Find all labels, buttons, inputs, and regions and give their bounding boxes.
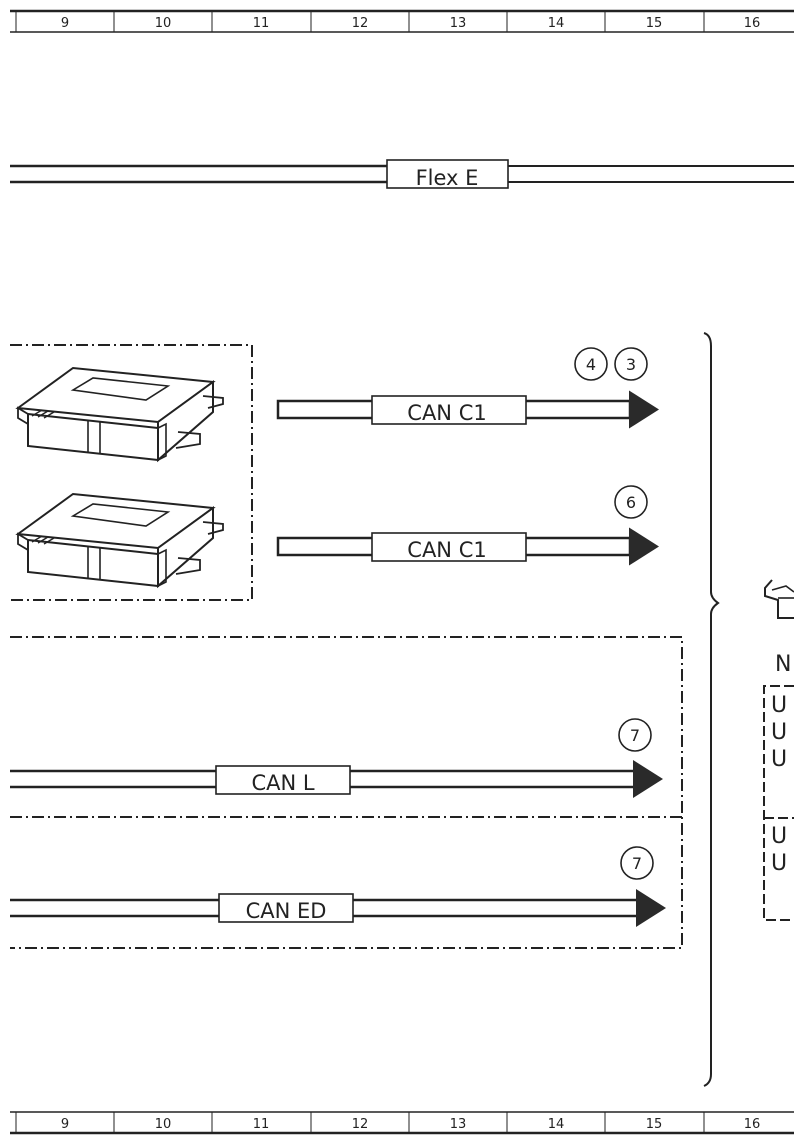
svg-text:3: 3 bbox=[626, 355, 636, 374]
marker-6: 6 bbox=[614, 485, 648, 519]
can-l-label: CAN L bbox=[251, 771, 314, 795]
ruler-col-11: 11 bbox=[253, 16, 270, 31]
marker-7-can-l: 7 bbox=[618, 718, 652, 752]
ruler-col-15-bottom: 15 bbox=[646, 1117, 663, 1132]
svg-text:6: 6 bbox=[626, 493, 636, 512]
can-c1-bottom-bus: CAN C1 bbox=[276, 527, 659, 566]
ruler-col-9-bottom: 9 bbox=[61, 1117, 69, 1132]
ruler-col-11-bottom: 11 bbox=[253, 1117, 270, 1132]
top-ruler: 9 10 11 12 13 14 15 16 bbox=[10, 9, 794, 33]
ruler-col-14-bottom: 14 bbox=[548, 1117, 565, 1132]
can-l-bus: CAN L bbox=[10, 760, 663, 798]
right-edge-component bbox=[764, 579, 794, 619]
can-c1-top-bus: CAN C1 bbox=[276, 390, 659, 429]
right-edge-u-4: U bbox=[771, 824, 787, 849]
marker-7-can-ed: 7 bbox=[620, 846, 654, 880]
right-edge-u-1: U bbox=[771, 693, 787, 718]
ruler-col-16-bottom: 16 bbox=[744, 1117, 761, 1132]
flex-e-bus: Flex E bbox=[10, 159, 794, 190]
ruler-col-13-bottom: 13 bbox=[450, 1117, 467, 1132]
svg-text:7: 7 bbox=[632, 854, 642, 873]
marker-3: 3 bbox=[614, 347, 648, 381]
bottom-ruler: 9 10 11 12 13 14 15 16 bbox=[10, 1111, 794, 1135]
ruler-col-9: 9 bbox=[61, 16, 69, 31]
svg-text:4: 4 bbox=[586, 355, 596, 374]
grouping-brace bbox=[703, 332, 720, 1087]
right-edge-u-3: U bbox=[771, 747, 787, 772]
right-edge-u-5: U bbox=[771, 851, 787, 876]
can-c1-top-label: CAN C1 bbox=[407, 401, 486, 425]
right-edge-u-2: U bbox=[771, 720, 787, 745]
can-ed-bus: CAN ED bbox=[10, 889, 666, 927]
ruler-col-15: 15 bbox=[646, 16, 663, 31]
can-l-ed-group-box bbox=[10, 636, 683, 949]
flex-e-label: Flex E bbox=[416, 166, 479, 190]
svg-text:7: 7 bbox=[630, 726, 640, 745]
control-unit-icon-bottom bbox=[17, 493, 224, 587]
ruler-col-13: 13 bbox=[450, 16, 467, 31]
can-c1-bottom-label: CAN C1 bbox=[407, 538, 486, 562]
marker-4: 4 bbox=[574, 347, 608, 381]
right-edge-n-label: N bbox=[775, 652, 791, 677]
can-ed-label: CAN ED bbox=[246, 899, 327, 923]
control-unit-icon-top bbox=[17, 367, 224, 461]
arrow-head-icon bbox=[629, 390, 659, 429]
ruler-col-16: 16 bbox=[744, 16, 761, 31]
ruler-col-12-bottom: 12 bbox=[352, 1117, 369, 1132]
ruler-col-10-bottom: 10 bbox=[155, 1117, 172, 1132]
arrow-head-icon bbox=[633, 760, 663, 798]
ruler-col-12: 12 bbox=[352, 16, 369, 31]
ruler-col-10: 10 bbox=[155, 16, 172, 31]
ecu-group-box bbox=[10, 344, 253, 601]
arrow-head-icon bbox=[636, 889, 666, 927]
ruler-col-14: 14 bbox=[548, 16, 565, 31]
arrow-head-icon bbox=[629, 527, 659, 566]
